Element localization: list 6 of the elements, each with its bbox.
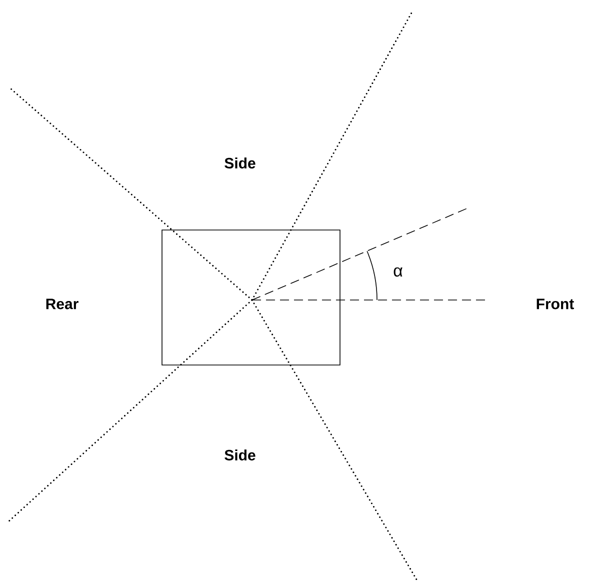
region-label: Rear [46, 298, 78, 310]
region-label: Side [224, 449, 256, 460]
angle-label: α [394, 267, 402, 277]
region-label: Side [224, 157, 256, 168]
region-label: Front [536, 298, 574, 310]
vehicle-box [162, 230, 340, 366]
